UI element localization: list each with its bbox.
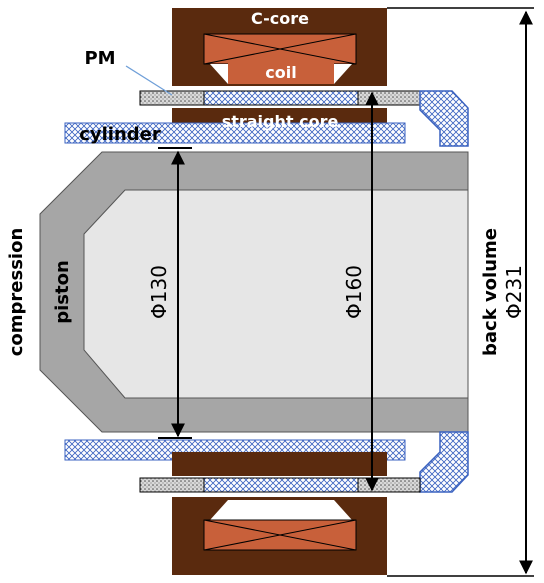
label-dim-231: Φ231: [502, 265, 526, 319]
bottom-straight-core: [172, 452, 387, 476]
bottom-back-plate: [419, 431, 469, 493]
pm-leader: [125, 65, 173, 96]
top-coil-cross-b: [203, 33, 357, 65]
label-dim-160: Φ160: [342, 265, 366, 319]
label-back-volume: back volume: [480, 228, 501, 356]
label-pm: PM: [84, 48, 115, 69]
label-compression: compression: [6, 228, 27, 357]
bottom-pm-inner: [203, 477, 359, 493]
top-back-plate: [419, 90, 469, 147]
label-dim-130: Φ130: [147, 265, 171, 319]
top-coil-lower: [228, 60, 334, 84]
top-cylinder: [64, 122, 406, 144]
bottom-coil-cross-b: [203, 519, 357, 551]
label-piston: piston: [52, 260, 73, 324]
top-pm-inner: [203, 90, 359, 106]
label-cylinder: cylinder: [79, 124, 161, 145]
label-straight-core: straight core: [222, 112, 339, 131]
label-c-core: C-core: [251, 9, 309, 28]
piston-inner: [83, 189, 469, 399]
bottom-coil-gap: [210, 500, 352, 520]
label-coil: coil: [265, 63, 296, 82]
